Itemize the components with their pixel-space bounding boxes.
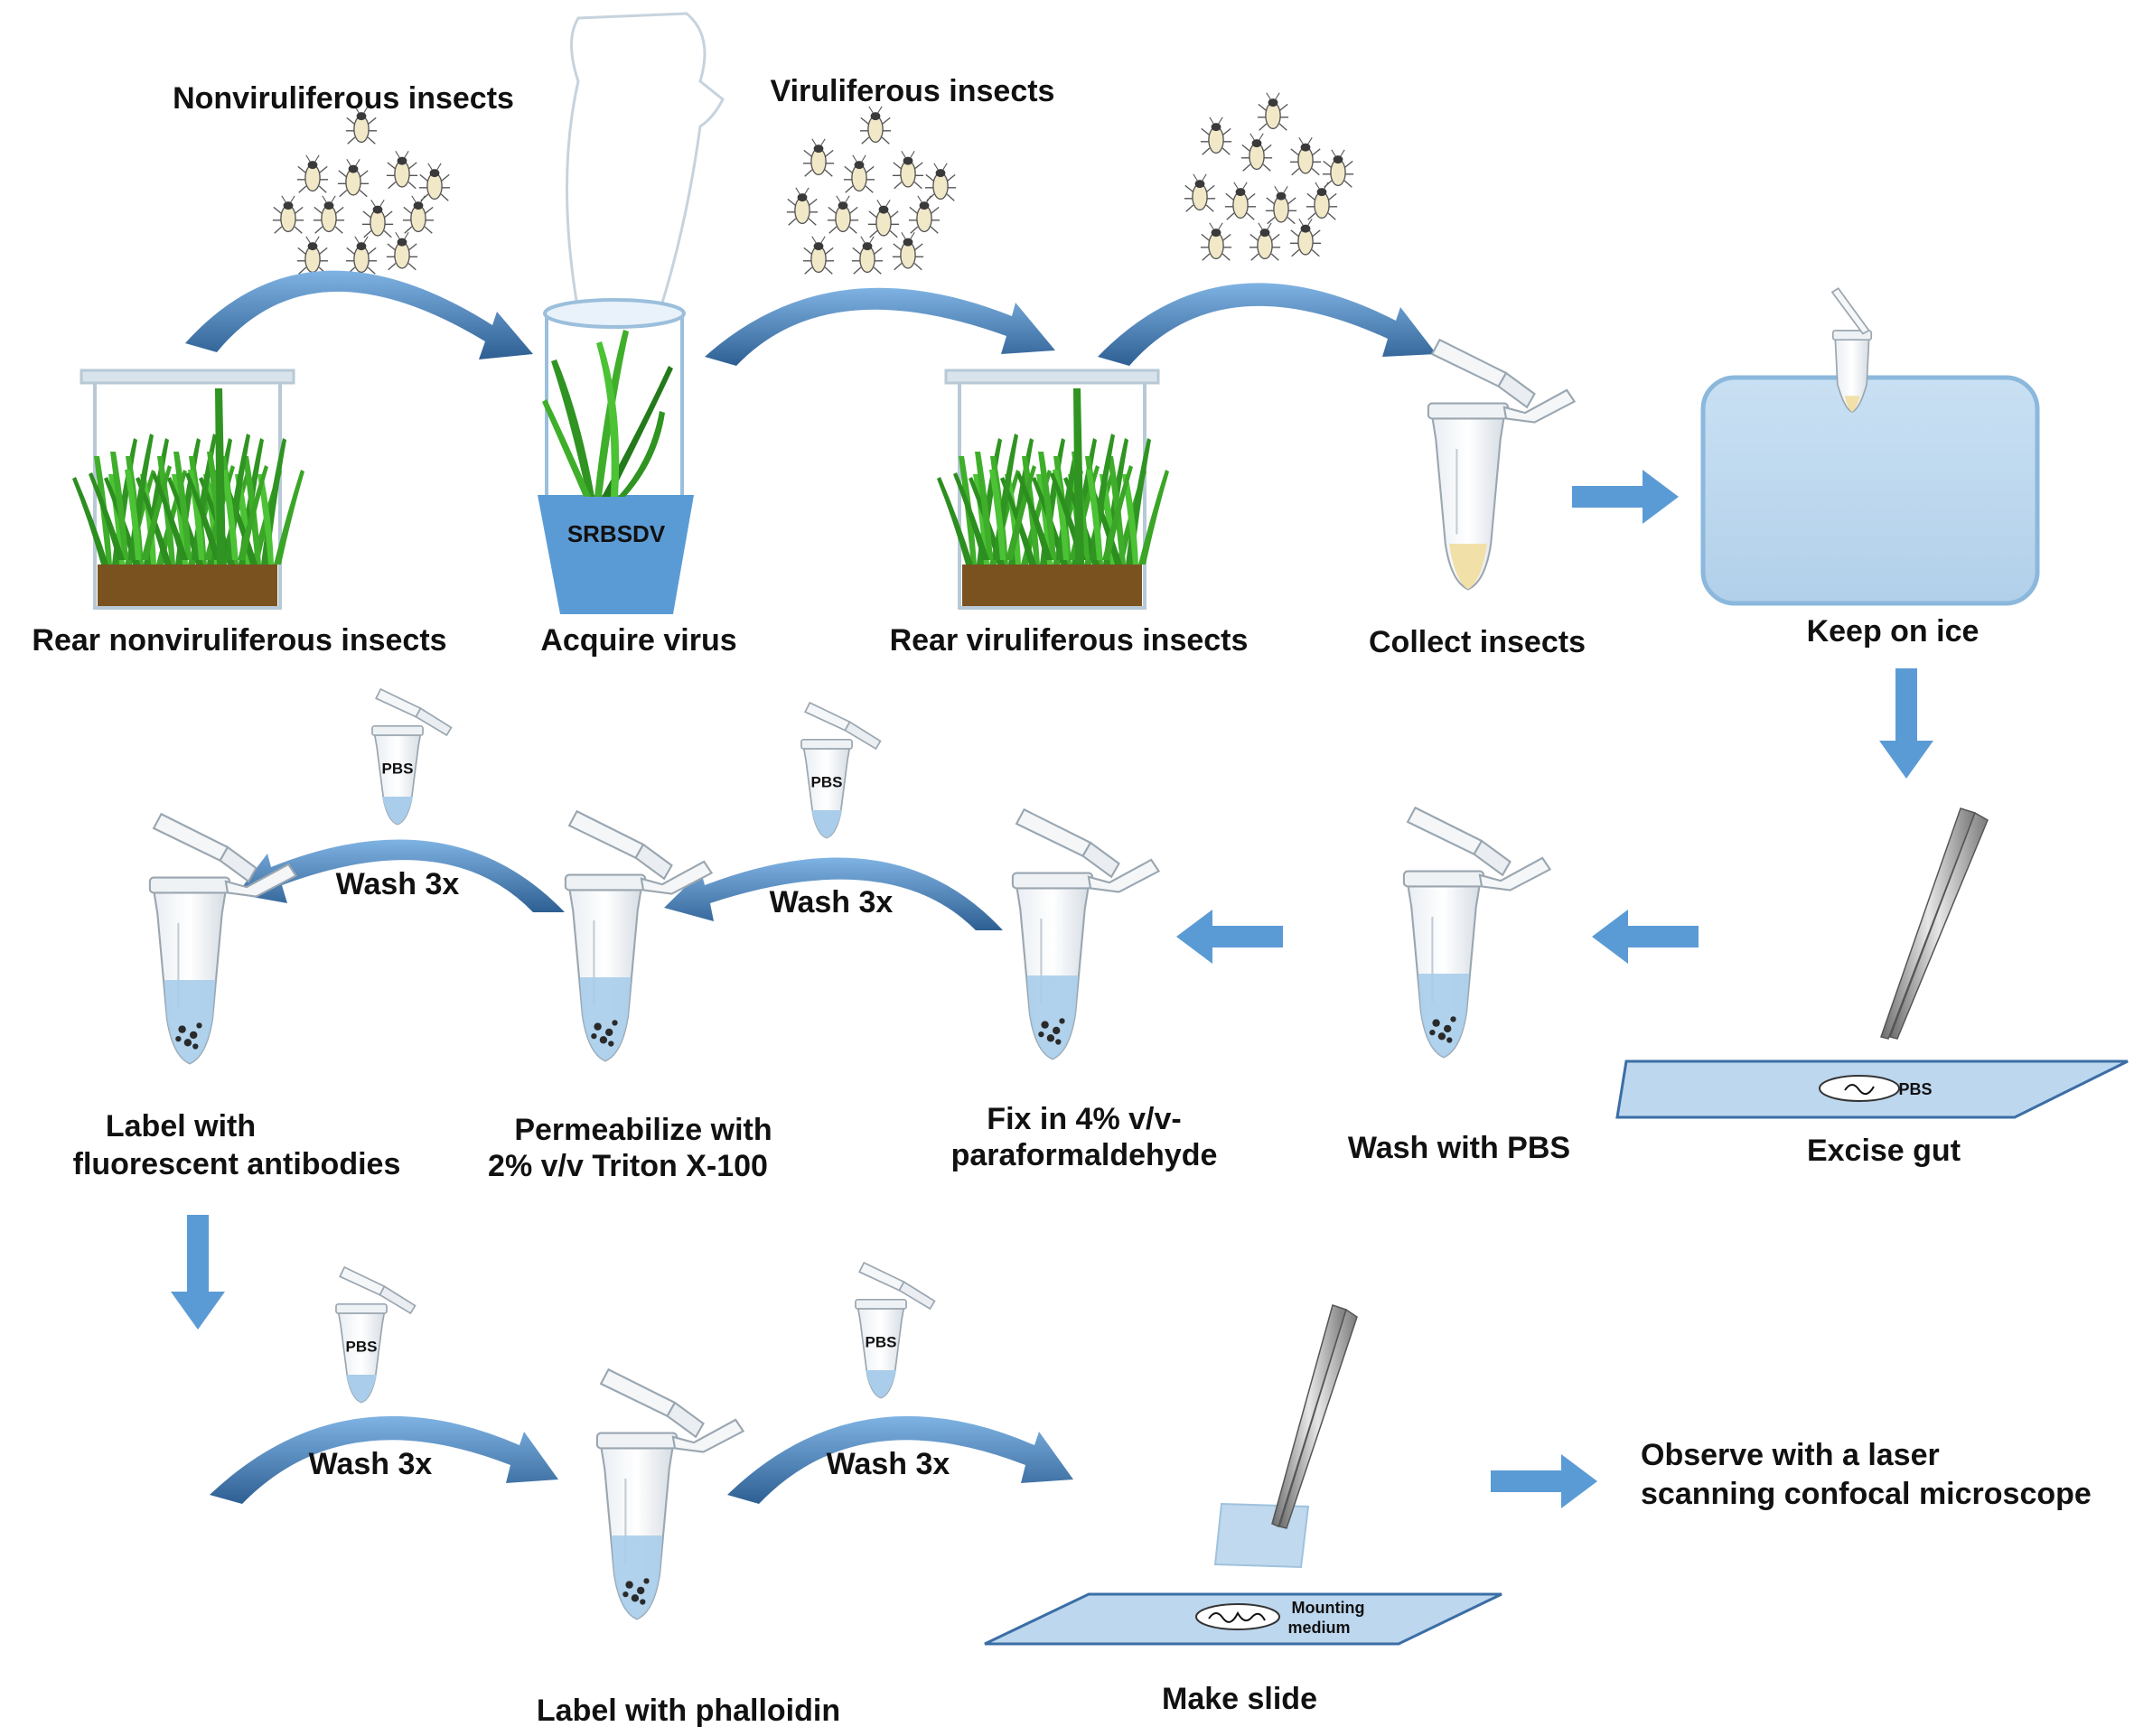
pbs-tube-3-label: PBS (346, 1339, 378, 1356)
arrow-slide-to-observe (1491, 1454, 1597, 1508)
mounting-slide: Mounting medium (984, 1304, 1502, 1646)
wash-label-c: Wash 3x (309, 1447, 433, 1481)
tweezers-excise (1880, 807, 1989, 1040)
arc-arrow-fix-to-permeabilize (664, 857, 1003, 930)
step-collect-insects-label: Collect insects (1369, 625, 1586, 659)
nonviruliferous-insect-group (272, 106, 451, 275)
arrow-excise-to-wash (1592, 910, 1699, 964)
pbs-tube-1-label: PBS (811, 774, 843, 791)
antibody-tube (148, 813, 297, 1065)
arc-arrow-rear-to-acquire (185, 270, 533, 359)
arrow-wash-to-fix (1176, 910, 1283, 964)
arrow-antibody-to-phalloidin (171, 1215, 225, 1330)
wash-label-b: Wash 3x (336, 867, 460, 901)
excise-slide: PBS (1615, 1059, 2129, 1119)
wash-label-a: Wash 3x (770, 885, 894, 919)
step-permeabilize-line1: Permeabilize with (514, 1113, 772, 1147)
mounting-medium-line1: Mounting (1292, 1599, 1365, 1617)
excise-slide-pbs-label: PBS (1898, 1080, 1932, 1098)
virus-acquisition-container: SRBSDV (538, 12, 725, 614)
pbs-tube-3: PBS (335, 1266, 417, 1404)
step-observe-line1: Observe with a laser (1641, 1438, 1940, 1472)
step-observe-line2: scanning confocal microscope (1641, 1477, 2092, 1511)
pbs-tube-4: PBS (855, 1262, 936, 1399)
arc-arrow-phalloidin-to-slide (727, 1415, 1073, 1504)
arrow-collect-to-ice (1572, 470, 1679, 524)
collect-tube (1427, 339, 1576, 591)
ice-bucket (1700, 287, 2040, 606)
viruliferous-insect-group (786, 106, 957, 275)
phalloidin-tube (595, 1368, 744, 1620)
step-label-antibodies-line2: fluorescent antibodies (73, 1147, 401, 1181)
arc-arrow-permeabilize-to-label (237, 839, 565, 912)
pbs-tube-1: PBS (800, 702, 882, 839)
arrow-ice-to-excise (1879, 668, 1933, 779)
beaker-nonviruliferous (72, 369, 304, 610)
step-wash-pbs-label: Wash with PBS (1348, 1131, 1570, 1165)
step-make-slide-label: Make slide (1162, 1682, 1317, 1716)
fix-tube (1011, 808, 1160, 1060)
arc-arrow-antibody-to-phalloidin-wash (210, 1415, 558, 1504)
viruliferous-insects-label: Viruliferous insects (771, 74, 1055, 108)
step-excise-gut-label: Excise gut (1807, 1134, 1961, 1168)
arc-arrow-acquire-to-rear (705, 287, 1055, 366)
pbs-tube-4-label: PBS (866, 1334, 897, 1351)
mounting-medium-line2: medium (1287, 1619, 1350, 1637)
wash-label-d: Wash 3x (827, 1447, 950, 1481)
step-keep-on-ice-label: Keep on ice (1807, 614, 1980, 649)
srbsdv-pot-label: SRBSDV (567, 520, 666, 547)
pbs-tube-2: PBS (371, 688, 453, 826)
step-label-antibodies-line1: Label with (106, 1109, 256, 1143)
step-fix-line2: paraformaldehyde (951, 1138, 1218, 1172)
beaker-viruliferous (937, 369, 1169, 610)
arc-arrow-rear-to-collect (1098, 283, 1437, 366)
step-acquire-virus-label: Acquire virus (540, 623, 736, 658)
step-fix-line1: Fix in 4% v/v- (987, 1102, 1181, 1136)
collected-insect-group (1184, 92, 1354, 261)
pbs-tube-2-label: PBS (382, 761, 414, 778)
wash-pbs-tube (1402, 807, 1551, 1059)
permeabilize-tube (564, 810, 713, 1062)
step-rear-viruliferous-label: Rear viruliferous insects (890, 623, 1249, 658)
nonviruliferous-insects-label: Nonviruliferous insects (173, 81, 514, 116)
step-permeabilize-line2: 2% v/v Triton X-100 (488, 1149, 768, 1183)
step-rear-nonviruliferous-label: Rear nonviruliferous insects (32, 623, 446, 658)
step-label-phalloidin-label: Label with phalloidin (537, 1694, 840, 1728)
